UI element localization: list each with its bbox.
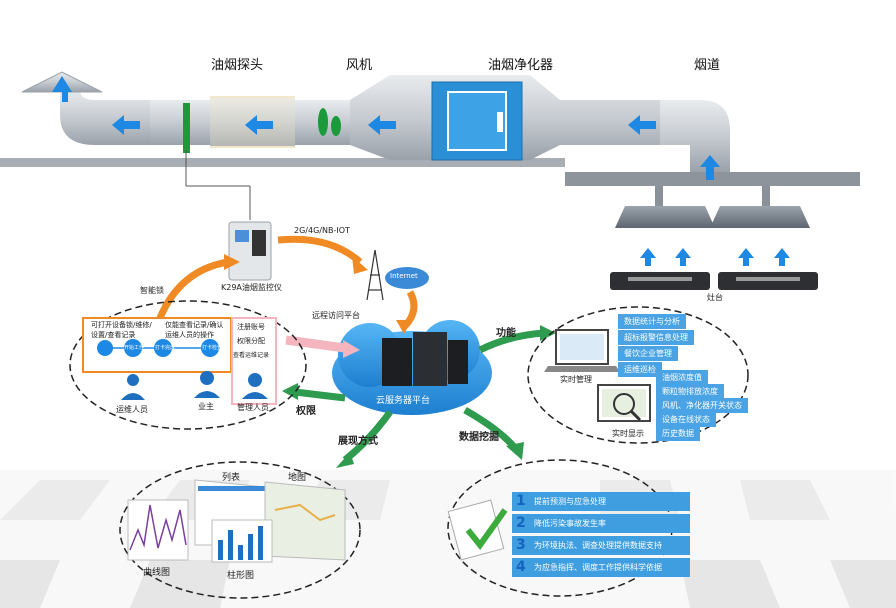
label-internet: Internet (390, 272, 418, 280)
workflow-ellipse (69, 300, 307, 430)
document-check-icon (447, 499, 508, 561)
green-arrowhead-function (540, 325, 556, 341)
label-smart-lock: 智能锁 (140, 286, 164, 295)
workflow-node-0 (97, 340, 113, 356)
orange-arrow-top (277, 235, 363, 265)
label-data-mining: 数据挖掘 (459, 432, 499, 443)
workflow-admin-2: 权限分配 (237, 337, 265, 345)
label-realtime-display: 实时显示 (612, 429, 644, 438)
data-mining-item: 2 降低污染事故发生率 (512, 514, 690, 533)
label-map: 地图 (288, 473, 307, 483)
label-list: 列表 (222, 473, 241, 483)
label-remote-access: 远程访问平台 (312, 311, 360, 320)
label-fan: 风机 (346, 58, 373, 73)
workflow-node-1 (124, 339, 142, 357)
workflow-node-3 (201, 339, 219, 357)
green-arrowhead-permission (282, 383, 298, 400)
label-cloud: 云服务器平台 (376, 396, 431, 406)
role-ops: 运维人员 (116, 405, 148, 414)
function-top-0: 数据统计与分析 (618, 314, 686, 329)
orange-arrowhead-top (352, 256, 368, 274)
function-bottom-0: 油烟浓度值 (656, 370, 708, 385)
data-mining-item: 3 为环境执法、调查处理提供数据支持 (512, 536, 690, 555)
sensor-probe (183, 103, 190, 153)
label-function: 功能 (496, 328, 516, 339)
workflow-admin-3: 查看运维记录 (233, 352, 270, 359)
map-thumb (264, 481, 346, 561)
workflow-step-3: 打卡检查 (202, 345, 223, 351)
cloud-platform (332, 320, 492, 415)
label-realtime-manage: 实时管理 (560, 375, 592, 384)
data-mining-num: 3 (516, 537, 526, 553)
label-curve: 曲线图 (143, 568, 171, 578)
laptop-icon (544, 329, 620, 372)
purifier-handle (497, 112, 503, 132)
data-mining-text: 为环境执法、调查处理提供数据支持 (534, 541, 662, 550)
flow-arrows (52, 76, 790, 266)
pink-arrowhead (343, 340, 360, 358)
data-mining-num: 1 (516, 493, 526, 509)
stoves (610, 272, 818, 290)
ceiling-slab (0, 158, 565, 167)
workflow-step-1: 开始工作 (124, 345, 145, 351)
data-mining-text: 提前预测与应急处理 (534, 497, 606, 506)
label-network: 2G/4G/NB-IOT (294, 226, 350, 235)
curve-chart-thumb (127, 499, 189, 561)
workflow-step-2: 打卡完成 (155, 345, 176, 351)
green-arrow-function (478, 329, 546, 354)
data-mining-text: 为应急指挥、调度工作提供科学依据 (534, 563, 662, 572)
green-arrow-permission (294, 388, 346, 402)
workflow-text-mid: 仅能查看记录/确认运维人员的操作 (165, 321, 224, 339)
tower-icon (366, 249, 384, 301)
purifier-panel (447, 91, 507, 151)
label-stove: 灶台 (707, 293, 723, 302)
internet-cloud (385, 267, 429, 289)
green-arrowhead-mining (506, 442, 524, 460)
label-display-mode: 展现方式 (338, 436, 378, 447)
orange-arrowhead-down (396, 320, 412, 334)
label-bar: 柱形图 (227, 571, 255, 581)
monitor-device (228, 221, 272, 281)
pink-arrow (285, 335, 346, 353)
role-owner: 业主 (198, 402, 214, 411)
display-ellipse (119, 461, 361, 599)
data-mining-item: 4 为应急指挥、调度工作提供科学依据 (512, 558, 690, 577)
function-top-3: 运维巡检 (618, 362, 662, 377)
role-admin: 管理人员 (237, 403, 269, 412)
person-ops-icon (121, 374, 145, 400)
workflow-node-2 (154, 339, 172, 357)
fan-icon (318, 108, 341, 136)
function-bottom-1: 颗粒物排放浓度 (656, 384, 724, 399)
data-mining-num: 4 (516, 559, 526, 575)
data-mining-item: 1 提前预测与应急处理 (512, 492, 690, 511)
label-permission: 权限 (296, 406, 316, 417)
display-monitor-icon (597, 384, 651, 422)
bar-chart-thumb (211, 519, 273, 563)
label-duct: 烟道 (694, 58, 721, 73)
label-purifier: 油烟净化器 (488, 58, 554, 73)
data-mining-num: 2 (516, 515, 526, 531)
person-owner-icon (194, 371, 220, 398)
data-mining-text: 降低污染事故发生率 (534, 519, 606, 528)
function-top-2: 餐饮企业管理 (618, 346, 678, 361)
green-arrowhead-display (336, 452, 354, 468)
function-ellipse (527, 306, 749, 444)
function-bottom-4: 历史数据 (656, 426, 700, 441)
label-monitor: K29A油烟监控仪 (221, 283, 282, 292)
person-admin-icon (242, 373, 268, 399)
function-top-1: 超标报警信息处理 (618, 330, 694, 345)
orange-arrow-left (156, 258, 229, 320)
range-hoods (615, 186, 810, 228)
workflow-text-left: 可打开设备锁/维修/设置/查看记录 (91, 321, 152, 339)
label-sensor: 油烟探头 (211, 58, 264, 73)
workflow-admin-1: 注册账号 (237, 323, 265, 331)
function-bottom-2: 风机、净化器开关状态 (656, 398, 748, 413)
orange-arrowhead-left (224, 254, 240, 270)
workflow-box-admin (231, 317, 277, 405)
function-bottom-3: 设备在线状态 (656, 412, 716, 427)
